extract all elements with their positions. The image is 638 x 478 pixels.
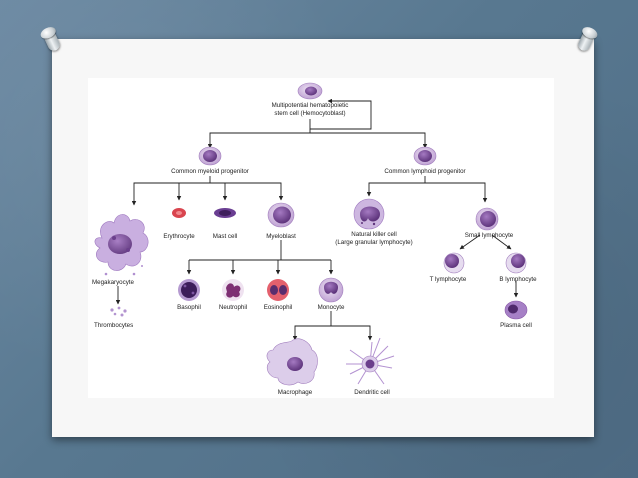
- stem-cell-label-line2: stem cell (Hemocytoblast): [274, 109, 346, 117]
- stem-cell-image: [297, 82, 323, 100]
- lymphoid-progenitor-label: Common lymphoid progenitor: [384, 168, 466, 175]
- b-lymphocyte-image: [505, 252, 527, 274]
- erythrocyte-image: [172, 208, 186, 218]
- myeloid-progenitor-image: [198, 146, 222, 166]
- erythrocyte-label: Erythrocyte: [163, 233, 195, 240]
- monocyte-image: [318, 277, 344, 303]
- myeloid-progenitor-label: Common myeloid progenitor: [171, 168, 249, 175]
- macrophage-label: Macrophage: [277, 389, 313, 396]
- nk-cell-label: Natural killer cell (Large granular lymp…: [335, 231, 412, 246]
- mast-cell-image: [214, 208, 236, 218]
- b-lymphocyte-label: B lymphocyte: [499, 276, 537, 283]
- small-lymphocyte-image: [475, 207, 499, 231]
- dendritic-cell-image: [346, 337, 395, 385]
- connector-lines: [115, 98, 519, 341]
- nk-cell-image: [353, 198, 385, 230]
- eosinophil-label: Eosinophil: [263, 304, 293, 311]
- basophil-label: Basophil: [177, 304, 201, 311]
- dendritic-cell-label: Dendritic cell: [354, 389, 390, 396]
- t-lymphocyte-image: [443, 252, 465, 274]
- neutrophil-label: Neutrophil: [218, 304, 248, 311]
- plasma-cell-image: [504, 300, 528, 320]
- megakaryocyte-image: [94, 214, 149, 276]
- lymphoid-progenitor-image: [413, 146, 437, 166]
- thrombocytes-label: Thrombocytes: [94, 322, 134, 329]
- t-lymphocyte-label: T lymphocyte: [429, 276, 467, 283]
- nk-cell-label-line1: Natural killer cell: [351, 231, 397, 238]
- stem-cell-label: Multipotential hematopoietic stem cell (…: [272, 102, 349, 117]
- monocyte-label: Monocyte: [317, 304, 345, 311]
- plasma-cell-label: Plasma cell: [500, 322, 532, 329]
- basophil-image: [178, 279, 200, 301]
- neutrophil-image: [222, 279, 244, 301]
- hematopoiesis-diagram: Multipotential hematopoietic stem cell (…: [88, 78, 554, 398]
- nk-cell-label-line2: (Large granular lymphocyte): [335, 238, 413, 246]
- stem-cell-label-line1: Multipotential hematopoietic: [271, 102, 349, 109]
- mast-cell-label: Mast cell: [212, 233, 238, 240]
- myeloblast-image: [267, 202, 295, 228]
- diagram-graphics: [94, 82, 528, 386]
- myeloblast-label: Myeloblast: [266, 233, 296, 240]
- small-lymphocyte-label: Small lymphocyte: [464, 232, 514, 239]
- thrombocytes-image: [110, 306, 127, 317]
- eosinophil-image: [267, 279, 289, 301]
- macrophage-image: [266, 338, 318, 386]
- megakaryocyte-label: Megakaryocyte: [92, 279, 134, 286]
